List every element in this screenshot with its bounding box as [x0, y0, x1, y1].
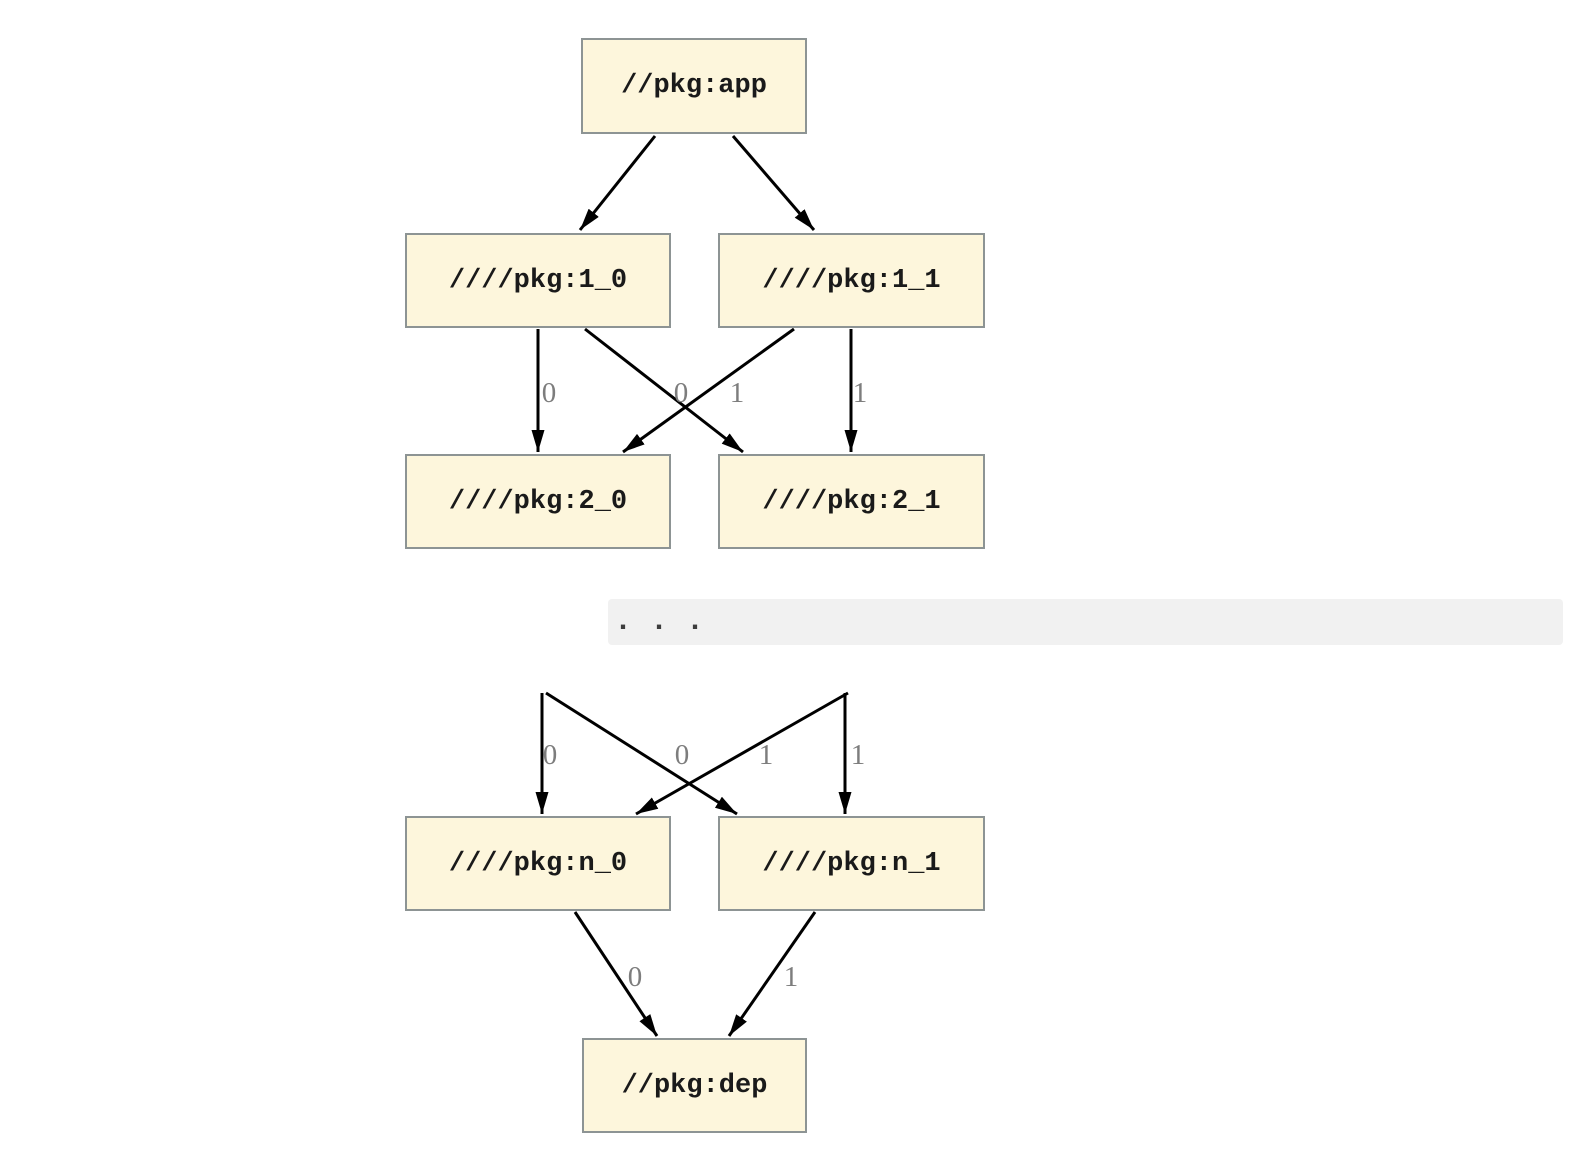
- edge-label-1-1-to-2-0: 0: [674, 377, 689, 409]
- graph-node-n-0: ////pkg:n_0: [405, 816, 671, 911]
- edge-label-n-1-to-dep: 1: [784, 961, 799, 993]
- edge-app-to-1-0: [578, 135, 657, 231]
- edge-n-0-to-dep: [573, 911, 659, 1037]
- edge-1-0-to-2-1: [584, 327, 744, 454]
- edge-1-1-to-2-0: [622, 327, 795, 454]
- edge-ellipsis-to-n-0-cross: [635, 691, 849, 816]
- edge-app-to-1-1: [731, 135, 816, 231]
- graph-node-1-0: ////pkg:1_0: [405, 233, 671, 328]
- edge-label-ellipsis-to-n-0-straight: 0: [543, 739, 558, 771]
- edge-label-1-1-to-2-1: 1: [853, 377, 868, 409]
- graph-node-1-1: ////pkg:1_1: [718, 233, 985, 328]
- edge-label-ellipsis-to-n-1-straight: 1: [851, 739, 866, 771]
- edge-label-ellipsis-to-n-1-cross: 1: [759, 739, 774, 771]
- edge-label-ellipsis-to-n-0-cross: 0: [675, 739, 690, 771]
- edge-label-n-0-to-dep: 0: [628, 961, 643, 993]
- graph-node-app: //pkg:app: [581, 38, 807, 134]
- edge-ellipsis-to-n-1-cross: [545, 691, 738, 816]
- ellipsis-band: . . .: [608, 599, 1563, 645]
- edge-n-1-to-dep: [727, 911, 817, 1037]
- graph-node-2-0: ////pkg:2_0: [405, 454, 671, 549]
- edge-label-1-0-to-2-0: 0: [542, 377, 557, 409]
- graph-node-2-1: ////pkg:2_1: [718, 454, 985, 549]
- ellipsis-label: . . .: [614, 605, 705, 639]
- graph-node-n-1: ////pkg:n_1: [718, 816, 985, 911]
- edge-label-1-0-to-2-1: 1: [730, 377, 745, 409]
- graph-node-dep: //pkg:dep: [582, 1038, 807, 1133]
